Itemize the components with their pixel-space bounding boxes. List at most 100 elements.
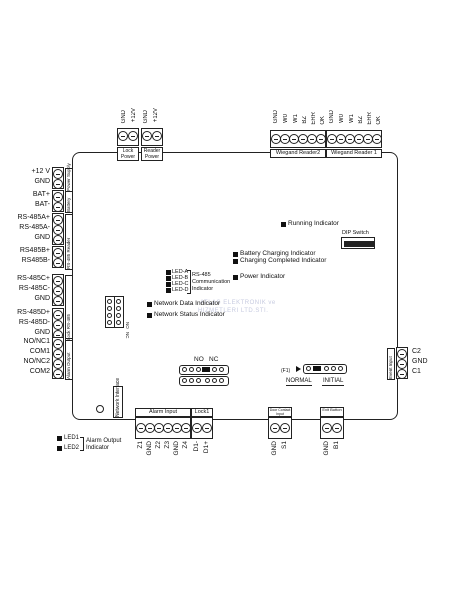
jumper-pin	[212, 367, 217, 372]
jumper-pin	[212, 378, 217, 383]
network-data-label: Network Data Indicator	[154, 300, 221, 307]
pin-label-lock-gnd: GND	[121, 110, 127, 124]
dip-toggle[interactable]	[344, 241, 348, 247]
w2-pin-w1: W1	[293, 114, 299, 123]
jumper-pin	[116, 299, 121, 304]
dip-toggle[interactable]	[372, 241, 374, 247]
alarm-output-terminal	[52, 337, 64, 379]
power-indicator-label: Power Indicator	[240, 273, 286, 280]
wiegand-reader2-label: Wiegand Reader2	[270, 149, 326, 158]
label-rs485a-gnd: GND	[34, 234, 50, 241]
reader-power-label: Reader Power	[141, 147, 163, 161]
jumper-pin	[116, 306, 121, 311]
door-contact-label: Door Contact Input	[268, 407, 292, 417]
terminal-screw	[202, 423, 212, 433]
jumper-pin	[219, 367, 224, 372]
rs485-comm-label-3: Indicator	[192, 286, 214, 292]
lock1-terminal	[191, 417, 213, 439]
terminal-screw	[53, 179, 63, 189]
label-power-gnd: GND	[34, 178, 50, 185]
initial-label: INITIAL	[323, 378, 344, 384]
w2-pin-w0: W0	[283, 114, 289, 123]
led1-indicator	[57, 436, 62, 441]
jumper-nc-label-vertical: NC	[125, 332, 130, 339]
w2-pin-gnd: GND	[273, 110, 279, 124]
pin-label-reader-12v: +12V	[153, 108, 159, 123]
dip-toggle[interactable]	[364, 241, 368, 247]
terminal-screw	[53, 235, 63, 245]
alarm-pin-z2: Z2	[155, 441, 162, 449]
label-bat-minus: BAT-	[34, 201, 50, 208]
watermark-line-1: ATLAS ELEKTRONIK ve	[200, 300, 276, 306]
running-indicator-label: Running Indicator	[288, 220, 339, 227]
lock-jumper-header[interactable]	[179, 365, 229, 375]
jumper-pin	[107, 313, 112, 318]
power-supply-label: Power Supply	[65, 163, 73, 192]
label-rs485d-gnd: GND	[34, 329, 50, 336]
alarm-pin-z3: Z3	[164, 441, 171, 449]
w1-pin-gnd: GND	[329, 110, 335, 124]
normal-underline	[286, 385, 312, 386]
terminal-screw	[53, 215, 63, 225]
event-input-terminal	[396, 347, 408, 379]
alarm-input-label: Alarm Input	[135, 408, 191, 417]
led-b-label: LED-B	[172, 275, 189, 281]
led2-indicator	[57, 446, 62, 451]
terminal-screw	[53, 192, 63, 202]
w1-pin-err: ERR	[367, 112, 373, 125]
alarm-input-terminal	[135, 417, 191, 439]
w1-pin-w0: W0	[339, 114, 345, 123]
mode-jumper-header[interactable]	[303, 364, 347, 374]
terminal-screw	[280, 423, 290, 433]
lock-jumper-header-2[interactable]	[179, 376, 229, 386]
jumper-no-label: NO	[194, 356, 204, 363]
battery-charging-led	[233, 252, 238, 257]
jumper-pin	[338, 366, 343, 371]
terminal-screw	[53, 225, 63, 235]
dip-toggle[interactable]	[356, 241, 360, 247]
terminal-screw	[128, 131, 138, 141]
f1-arrow-icon	[296, 366, 301, 372]
alarm-output-indicator-label-2: Indicator	[86, 445, 110, 451]
led1-label: LED1	[64, 435, 80, 441]
led-legend-bracket	[80, 437, 84, 451]
jumper-pin	[116, 313, 121, 318]
dip-toggle[interactable]	[368, 241, 372, 247]
dip-switch-label: DIP Switch	[342, 230, 369, 236]
led-a-label: LED-A	[172, 269, 189, 275]
label-rs485a-plus: RS-485A+	[17, 214, 51, 221]
jumper-pin	[107, 299, 112, 304]
led-c	[166, 282, 171, 287]
initial-underline	[322, 385, 344, 386]
terminal-screw	[53, 286, 63, 296]
jumper-cap	[313, 366, 321, 371]
jumper-pin	[205, 378, 210, 383]
battery-label: Battery	[65, 191, 73, 213]
alarm-jumper-header-2[interactable]	[114, 296, 124, 328]
label-rs485b-plus: RS485B+	[19, 247, 50, 254]
event-input-label: Event Input	[387, 348, 395, 380]
alarm-pin-z4: Z4	[182, 441, 189, 449]
running-indicator-led	[281, 222, 286, 227]
dip-toggle[interactable]	[360, 241, 364, 247]
event-pin-gnd: GND	[412, 358, 428, 365]
label-bat-plus: BAT+	[32, 191, 50, 198]
terminal-screw	[397, 349, 407, 359]
dip-switch[interactable]	[341, 237, 375, 249]
jumper-pin	[196, 367, 201, 372]
jumper-pin	[116, 320, 121, 325]
label-rs485c-plus: RS-485C+	[17, 275, 50, 282]
dip-toggle[interactable]	[352, 241, 356, 247]
jumper-pin	[107, 320, 112, 325]
terminal-screw	[397, 359, 407, 369]
label-rs485c-minus: RS-485C-	[18, 285, 50, 292]
rs485d-terminal	[52, 308, 64, 340]
alarm-output-label: Alarm Output	[65, 338, 73, 380]
terminal-screw	[53, 169, 63, 179]
w2-pin-ok: OK	[320, 116, 326, 125]
dip-toggle[interactable]	[348, 241, 352, 247]
network-data-led	[147, 302, 152, 307]
label-rs485a-minus: RS-485A-	[19, 224, 50, 231]
jumper-pin	[324, 366, 329, 371]
jumper-nc-label: NC	[209, 356, 219, 363]
